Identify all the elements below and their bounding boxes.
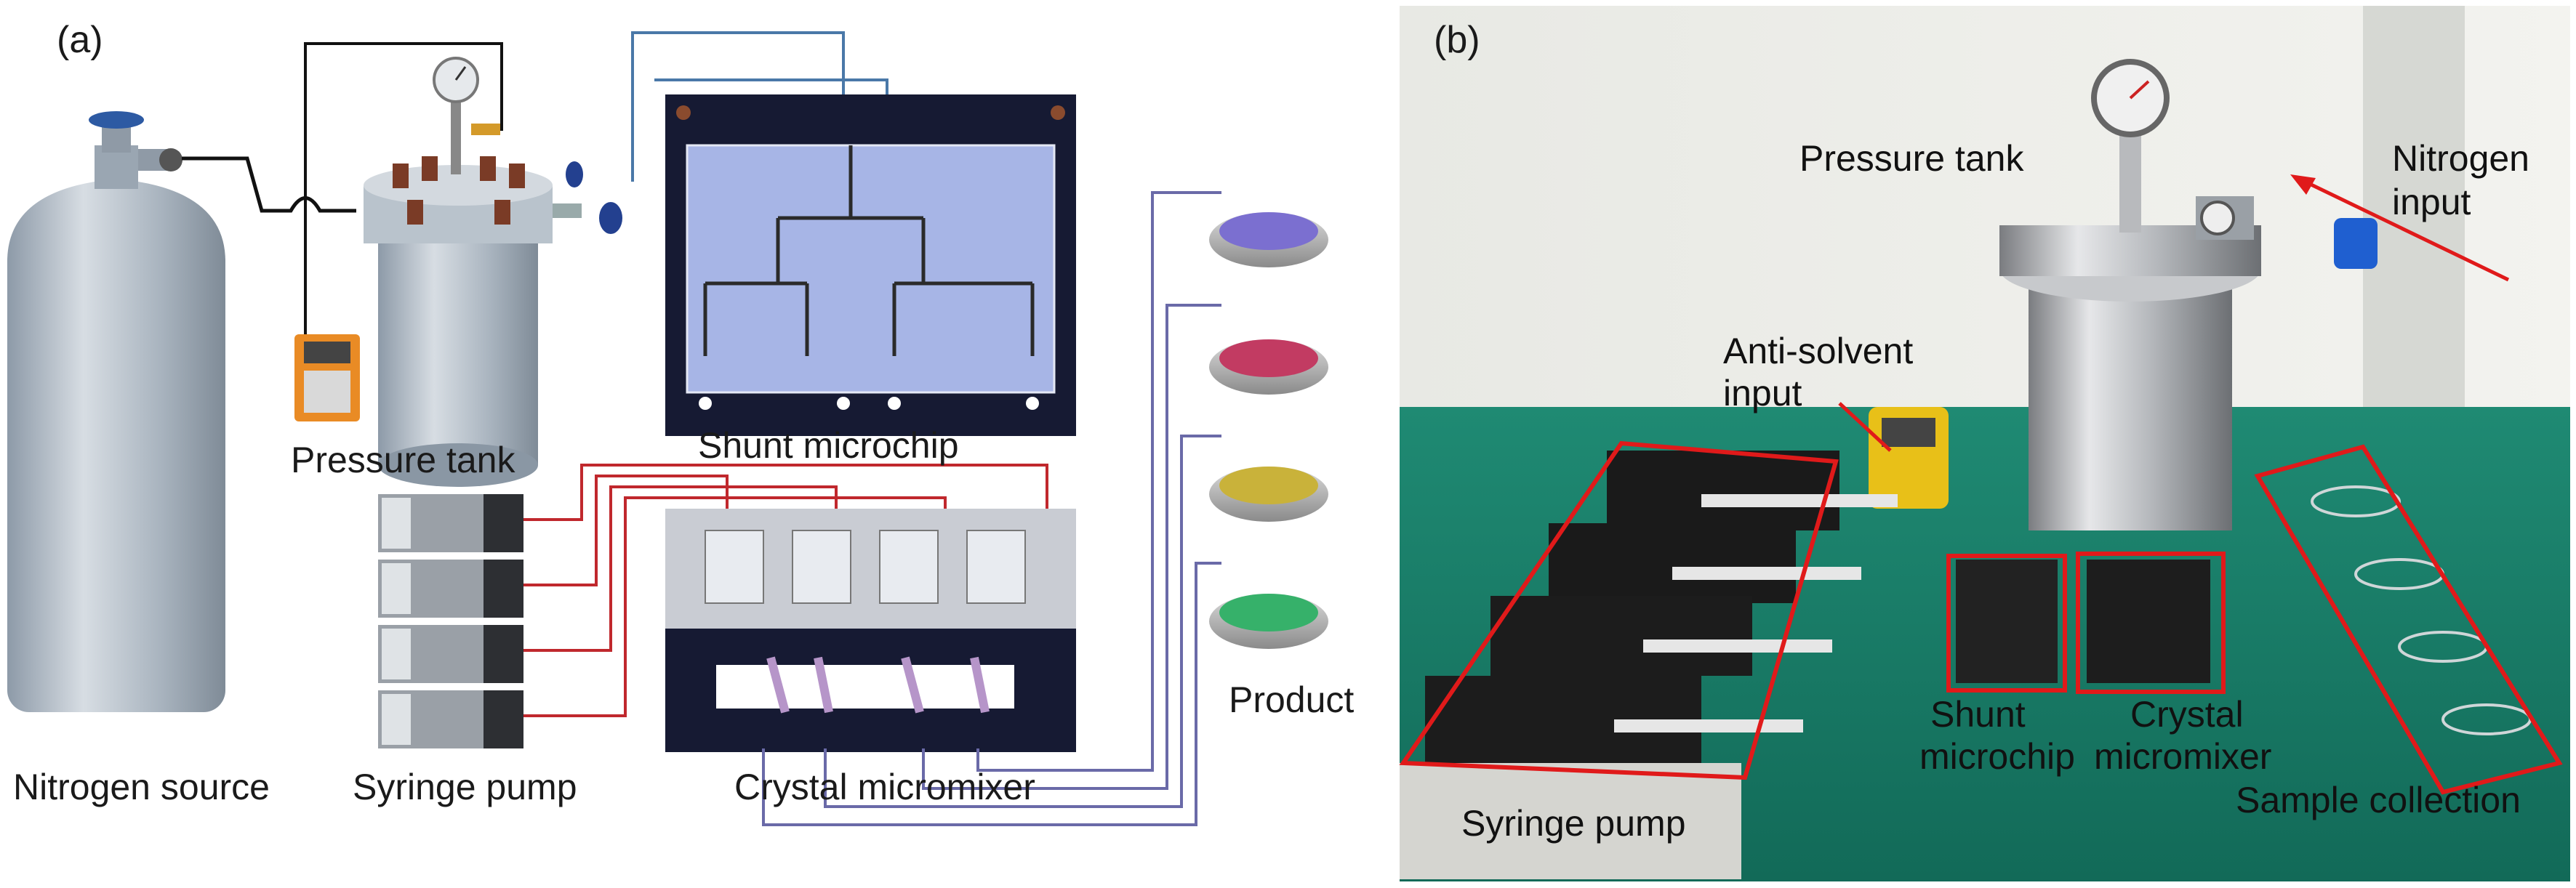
shunt-microchip — [665, 94, 1076, 436]
nitrogen-cylinder — [7, 111, 225, 712]
arrow-nitrogen-head — [2290, 174, 2316, 195]
panel-a-tag: (a) — [57, 19, 103, 61]
panel-a: (a) — [7, 19, 1354, 826]
label-nitrogen-source: Nitrogen source — [13, 767, 270, 807]
label-b-sample-collection: Sample collection — [2236, 780, 2521, 820]
label-pressure-tank: Pressure tank — [291, 440, 515, 480]
pressure-tank — [364, 57, 622, 487]
photo-meter-display — [1882, 418, 1935, 447]
syringe-pump — [378, 494, 523, 552]
label-b-syringe-pump: Syringe pump — [1461, 803, 1686, 844]
product-lines — [762, 191, 1221, 826]
label-b-shunt-line2: microchip — [1919, 736, 2075, 777]
product-dish — [1209, 594, 1328, 649]
label-b-anti-solvent-line2: input — [1723, 373, 1802, 413]
highlight-sample-collection — [2254, 444, 2563, 795]
highlight-crystal-micromixer — [2076, 552, 2226, 694]
label-b-nitrogen-line2: input — [2392, 182, 2471, 222]
label-b-crystal-line1: Crystal — [2130, 694, 2244, 735]
label-product: Product — [1229, 679, 1354, 720]
label-b-anti-solvent-line1: Anti-solvent — [1723, 331, 1913, 371]
anti-solvent-lines — [523, 464, 1048, 717]
crystal-micromixer — [665, 509, 1076, 752]
sensor-wire — [304, 42, 503, 334]
highlight-syringe-pump — [1399, 440, 1839, 780]
label-b-shunt-line1: Shunt — [1930, 694, 2026, 735]
photo-pressure-tank — [1999, 59, 2378, 530]
highlight-shunt-microchip — [1946, 554, 2067, 693]
panel-b-tag: (b) — [1434, 19, 1480, 61]
arrow-nitrogen-input — [2296, 176, 2510, 282]
label-b-crystal-line2: micromixer — [2094, 736, 2271, 777]
syringe-pump — [378, 625, 523, 683]
product-dish — [1209, 467, 1328, 522]
arrow-anti-solvent — [1838, 402, 1892, 452]
syringe-pump — [378, 560, 523, 618]
syringe-pumps — [378, 494, 523, 748]
photo-syringe-pumps — [1400, 451, 1898, 879]
label-shunt-microchip: Shunt microchip — [698, 425, 959, 466]
photo-shunt-microchip — [1956, 560, 2058, 683]
label-syringe-pump: Syringe pump — [353, 767, 577, 807]
nitrogen-line — [182, 156, 356, 213]
syringe-pump — [378, 690, 523, 748]
panel-b: (b) Pressure tank Nitrogen input Anti-so… — [1399, 6, 2570, 881]
label-b-pressure-tank: Pressure tank — [1799, 138, 2024, 179]
photo-crystal-micromixer — [2087, 560, 2210, 683]
product-dish — [1209, 212, 1328, 267]
highlight-boxes — [1399, 440, 2563, 795]
product-dish — [1209, 339, 1328, 395]
label-crystal-micromixer: Crystal micromixer — [734, 767, 1035, 807]
label-b-nitrogen-line1: Nitrogen — [2392, 138, 2529, 179]
product-dishes — [1209, 212, 1328, 649]
pressure-sensor — [294, 334, 360, 421]
photo-pillar — [2363, 6, 2465, 456]
